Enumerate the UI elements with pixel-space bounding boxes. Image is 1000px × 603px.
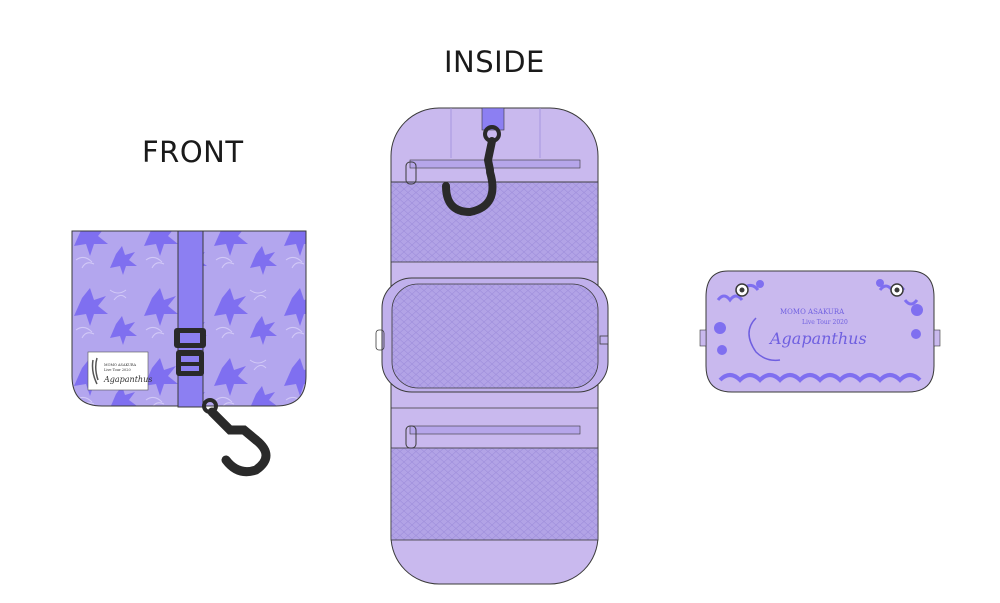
front-tag-line1: MOMO ASAKURA [104, 363, 137, 367]
snap-button-left-icon [735, 283, 749, 297]
front-view-illustration: MOMO ASAKURA Live Tour 2020 Agapanthus [71, 230, 307, 477]
inside-view-illustration [375, 107, 609, 585]
inside-view-label: INSIDE [444, 45, 545, 79]
top-zipper [409, 159, 581, 169]
pouch-view-illustration: MOMO ASAKURA Live Tour 2020 Agapanthus [699, 270, 941, 393]
middle-mesh [391, 283, 599, 389]
pouch-tour-text: Live Tour 2020 [802, 319, 848, 326]
hanger-strap [481, 107, 505, 131]
front-strap [177, 230, 204, 408]
snap-button-right-icon [890, 283, 904, 297]
bottom-zipper-pull-icon [405, 425, 417, 449]
bottom-mesh-pocket [390, 447, 599, 541]
pouch-body [705, 270, 935, 393]
inside-hook-icon [442, 125, 501, 217]
hanger-hook-icon [202, 398, 271, 477]
pouch-artist-text: MOMO ASAKURA [780, 308, 845, 316]
front-tag-line2: Live Tour 2020 [104, 368, 131, 372]
pouch-floral-border [714, 279, 923, 383]
front-tag-script: Agapanthus [103, 375, 152, 384]
bottom-zipper [409, 425, 581, 435]
front-tag: MOMO ASAKURA Live Tour 2020 Agapanthus [87, 351, 152, 391]
front-view-label: FRONT [142, 135, 244, 169]
buckle-icon [174, 328, 206, 376]
top-zipper-pull-icon [405, 161, 417, 185]
pouch-script-text: Agapanthus [768, 329, 867, 348]
